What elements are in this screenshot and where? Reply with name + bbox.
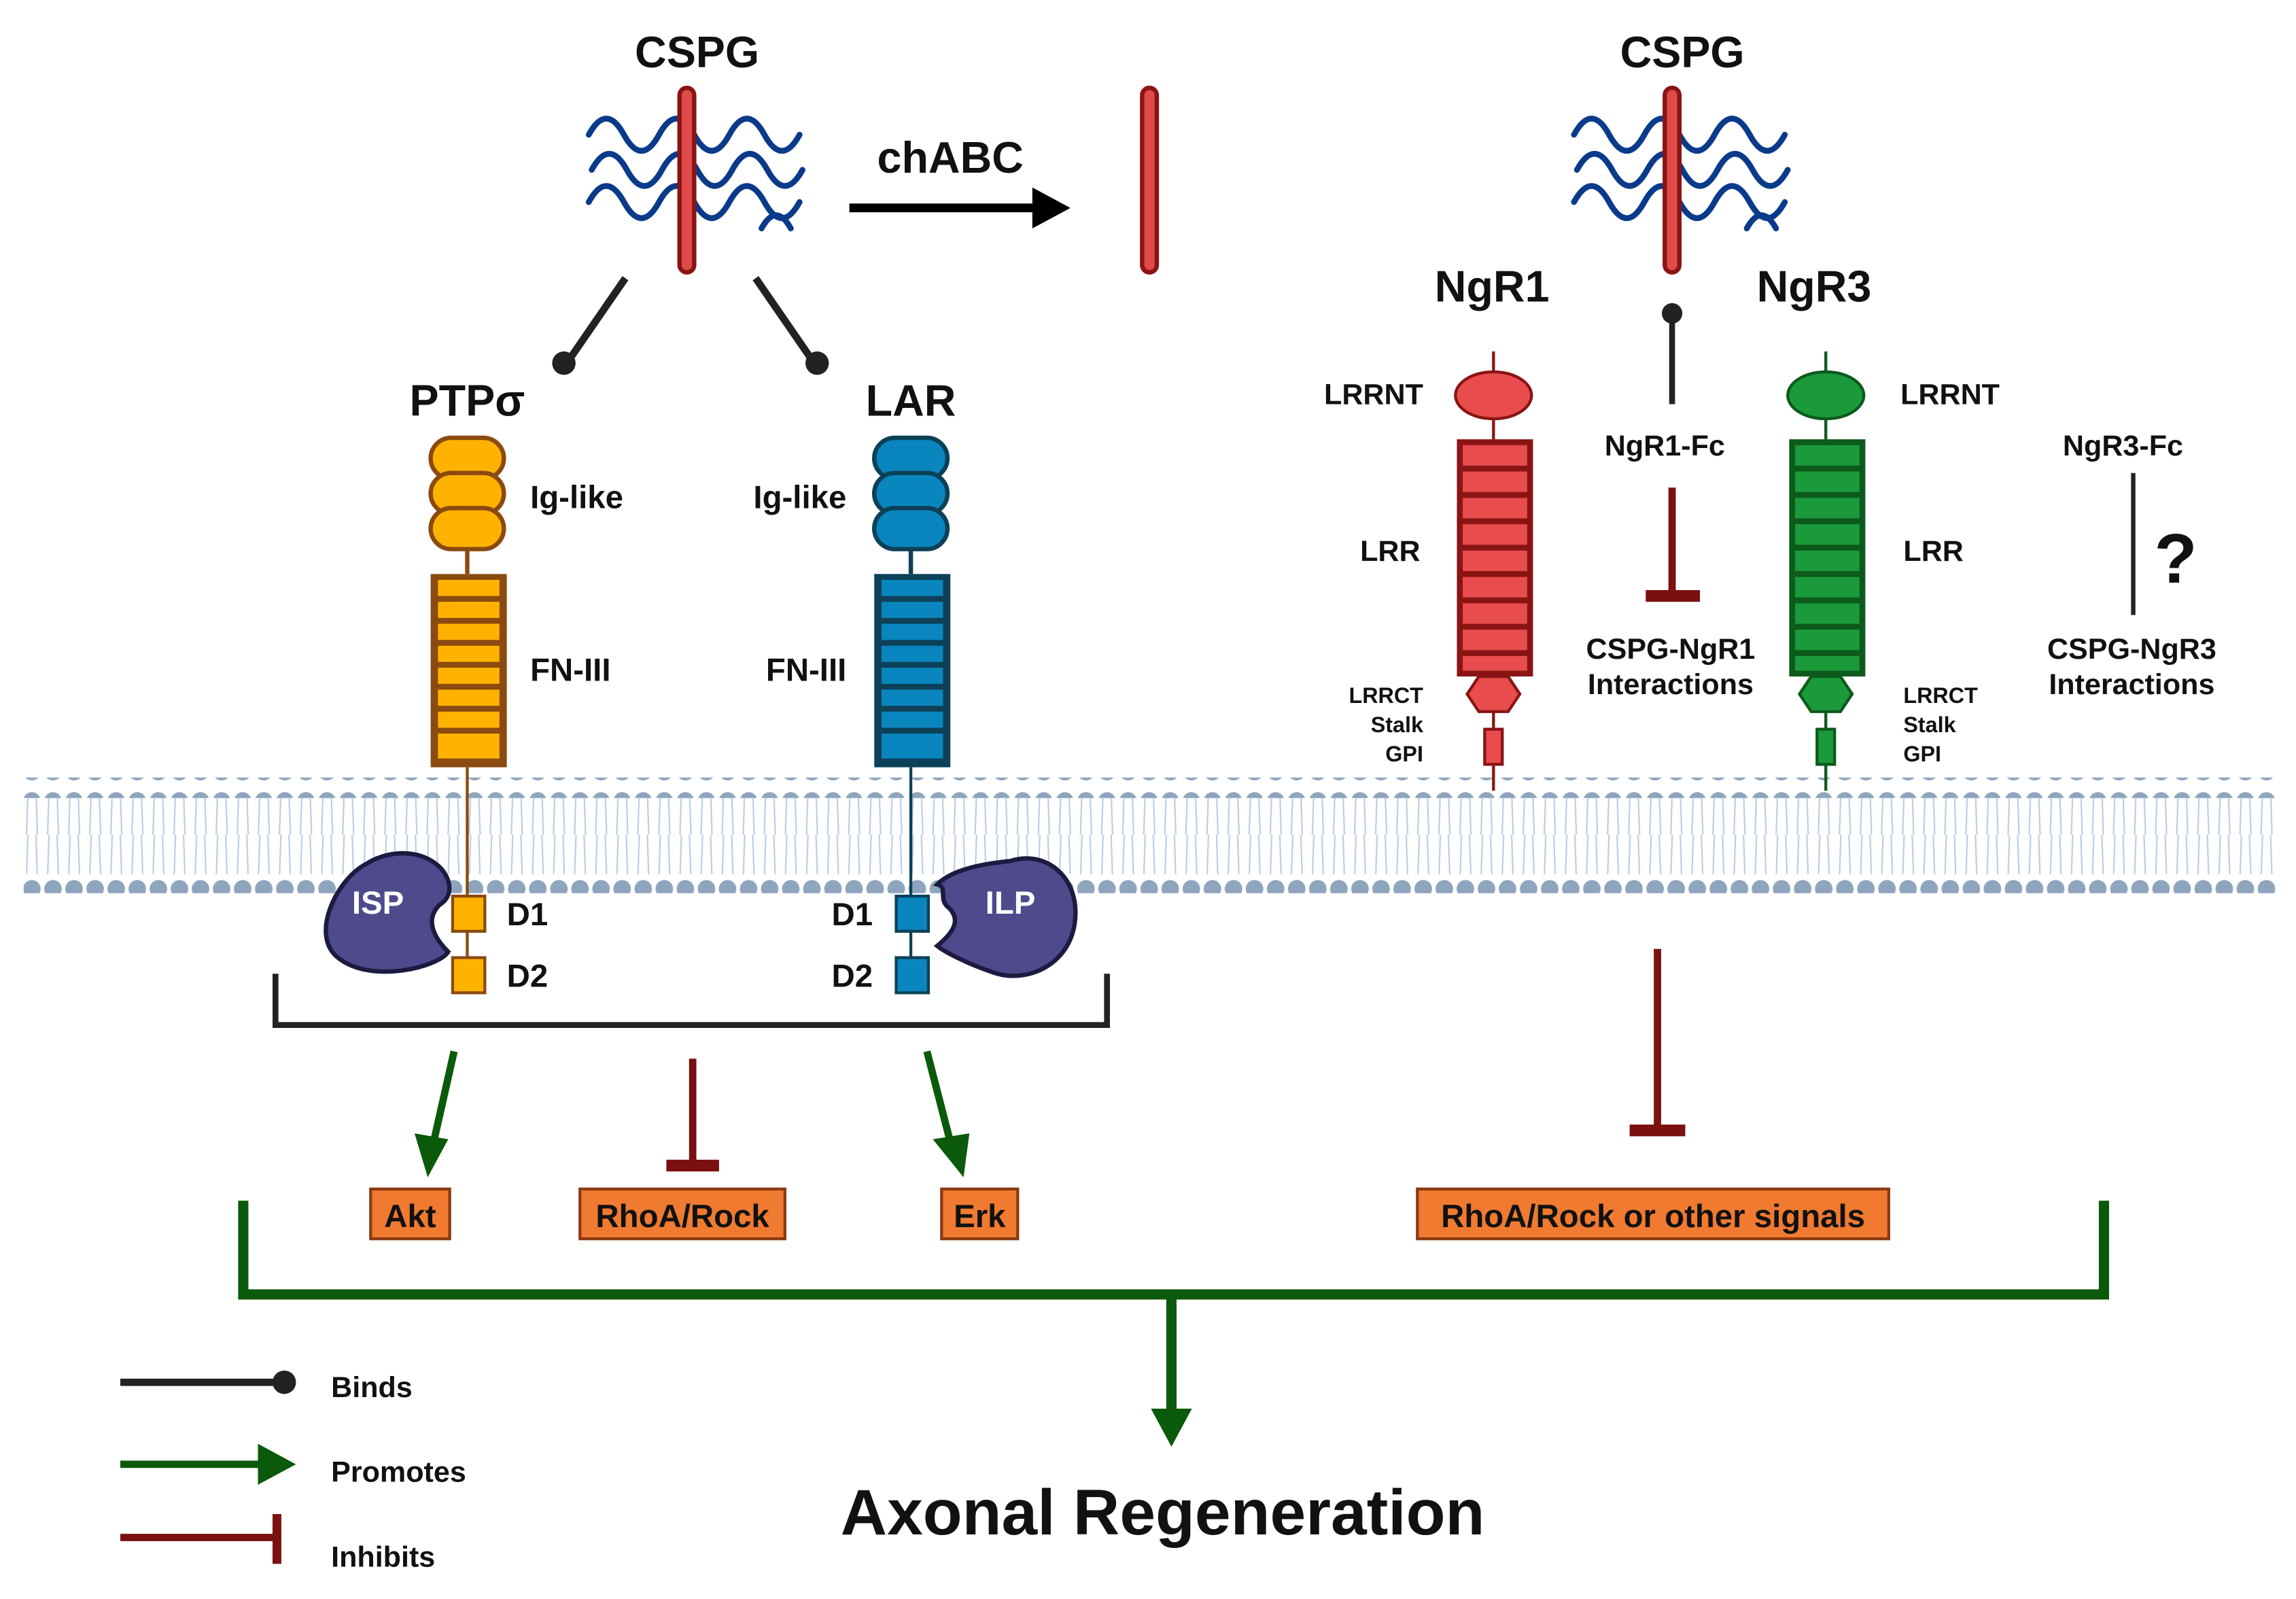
ngr1-lrrnt-label: LRRNT <box>1324 378 1423 411</box>
ptp-sigma-receptor: PTPσ Ig-like FN-III D1 D2 <box>410 377 623 995</box>
ptp-d1-label: D1 <box>507 897 549 933</box>
signal-box-erk: Erk <box>940 1187 1020 1241</box>
isp-peptide: ISP <box>324 850 452 974</box>
ngr3-gpi-label: GPI <box>1903 742 1941 766</box>
ngr3-lrr-label: LRR <box>1903 535 1964 568</box>
ptp-fn3-label: FN-III <box>530 653 610 689</box>
ngr1-stalk-label: Stalk <box>1371 712 1423 737</box>
signal-box-akt: Akt <box>369 1187 451 1241</box>
ngr3-lrrnt-label: LRRNT <box>1900 378 2000 411</box>
ngr3-stalk-label: Stalk <box>1903 712 1955 737</box>
isp-label: ISP <box>352 885 404 921</box>
convergence-bracket <box>238 1201 2109 1447</box>
ngr3-lrrct-label: LRRCT <box>1903 683 1978 708</box>
cspg-right-label: CSPG <box>1620 28 1745 77</box>
ngr1-fc-binds <box>1662 303 1683 405</box>
svg-text:Inhibits: Inhibits <box>331 1541 435 1574</box>
ngr1-fc-label: NgR1-Fc <box>1605 430 1725 462</box>
legend-promotes: Promotes <box>120 1443 466 1489</box>
legend-inhibits: Inhibits <box>120 1514 435 1574</box>
svg-text:Akt: Akt <box>384 1199 436 1235</box>
question-mark-icon: ? <box>2154 519 2197 598</box>
lar-ig-like-label: Ig-like <box>753 479 846 515</box>
svg-text:Erk: Erk <box>954 1199 1006 1235</box>
left-signal-arrows <box>414 1050 970 1177</box>
svg-text:Promotes: Promotes <box>331 1456 466 1489</box>
ngr1-receptor: NgR1 LRRNT LRR LRRCT Stalk GPI <box>1324 262 1550 791</box>
ngr1-lrrct-label: LRRCT <box>1349 683 1423 708</box>
cspg-left-label: CSPG <box>635 28 759 77</box>
ptp-d2-label: D2 <box>507 959 549 995</box>
lar-d2-label: D2 <box>832 959 873 995</box>
ilp-label: ILP <box>986 885 1036 921</box>
cell-membrane <box>23 777 2278 893</box>
lar-d1-label: D1 <box>832 897 873 933</box>
ngr1-fc-block: NgR1-Fc CSPG-NgR1 Interactions <box>1586 430 1756 701</box>
ngr3-receptor: NgR3 LRRNT LRR LRRCT Stalk GPI <box>1757 262 2000 791</box>
chabc-arrow: chABC <box>849 133 1071 228</box>
core-protein-right <box>1663 86 1682 275</box>
signal-box-rhoa-rock: RhoA/Rock <box>578 1187 786 1241</box>
ptp-ig-like-label: Ig-like <box>530 479 623 515</box>
right-inhibit-arrow <box>1629 948 1686 1137</box>
cspg-ngr3-label-1: CSPG-NgR3 <box>2047 633 2216 666</box>
legend: Binds Promotes Inhibits <box>120 1371 466 1574</box>
cspg-ngr1-label-2: Interactions <box>1588 668 1754 701</box>
cspg-left: CSPG <box>585 28 805 275</box>
ptp-sigma-label: PTPσ <box>410 377 525 426</box>
svg-text:RhoA/Rock or other signals: RhoA/Rock or other signals <box>1441 1199 1865 1235</box>
digested-core-protein <box>1140 86 1160 275</box>
cspg-right: CSPG <box>1571 28 1791 275</box>
svg-text:Binds: Binds <box>331 1371 413 1404</box>
core-protein-left <box>677 86 697 275</box>
ngr1-lrr-label: LRR <box>1360 535 1421 568</box>
lar-label: LAR <box>866 377 956 426</box>
lar-receptor: LAR Ig-like FN-III D1 D2 <box>753 377 956 995</box>
ngr3-fc-block: NgR3-Fc ? CSPG-NgR3 Interactions <box>2047 430 2216 701</box>
binds-lines-left <box>552 276 829 375</box>
chabc-label: chABC <box>877 133 1024 182</box>
ngr1-gpi-label: GPI <box>1385 742 1423 766</box>
ilp-peptide: ILP <box>933 856 1078 978</box>
svg-text:RhoA/Rock: RhoA/Rock <box>595 1199 769 1235</box>
outcome-title: Axonal Regeneration <box>841 1477 1485 1549</box>
intracellular-bracket <box>273 974 1110 1028</box>
signal-box-rhoa-rock-other: RhoA/Rock or other signals <box>1416 1187 1890 1241</box>
ngr3-label: NgR3 <box>1757 262 1872 311</box>
cspg-ngr3-label-2: Interactions <box>2049 668 2214 701</box>
legend-binds: Binds <box>120 1371 413 1404</box>
cspg-ngr1-label-1: CSPG-NgR1 <box>1586 633 1756 666</box>
ngr1-label: NgR1 <box>1435 262 1550 311</box>
ngr3-fc-label: NgR3-Fc <box>2063 430 2183 462</box>
lar-fn3-label: FN-III <box>766 653 846 689</box>
